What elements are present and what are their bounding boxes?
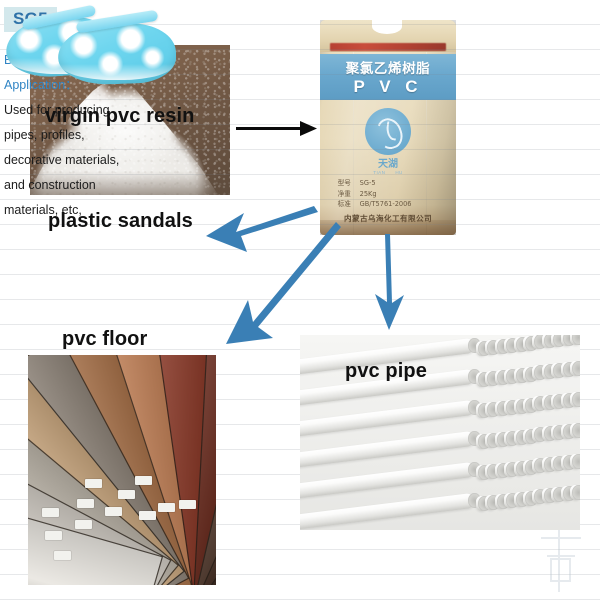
bag-swan-logo-icon [364,108,412,156]
pvc-pipe-opening [572,423,580,438]
floor-plank-tag [157,503,175,513]
floor-plank-tag [41,507,59,517]
caption-pvc-pipe: pvc pipe [345,360,427,382]
caption-plastic-sandals: plastic sandals [48,210,193,232]
floor-plank-tag [179,500,197,510]
info-row-application-label: Application： [4,73,600,98]
bag-spec-row: 型号 SG-5 [338,178,447,189]
caption-virgin-pvc-resin: virgin pvc resin [45,105,195,127]
application-label: Application： [4,78,78,92]
bag-spec-key: 标准 [338,199,356,210]
bag-brand-chinese: 天湖 [320,157,456,170]
image-plastic-sandals [0,4,190,315]
bag-crease-left [352,20,354,235]
bag-pvc-title: P V C [320,77,456,97]
bag-company-name: 内蒙古乌海化工有限公司 [320,212,456,225]
bag-blue-band [320,54,456,100]
bag-top-notch [371,20,402,35]
image-pvc-pipe [300,335,580,530]
resin-shadow [30,171,230,195]
bag-spec-value: SG-5 [360,178,376,189]
bag-chinese-title: 聚氯乙烯树脂 [320,58,456,77]
bag-spec-row: 标准 GB/T5761-2006 [338,199,447,210]
floor-plank-tag [139,511,157,521]
pvc-pipe-opening [572,485,580,500]
bag-brand-pinyin-2: HU [395,170,402,175]
watermark-graphic [526,514,596,592]
application-line: decorative materials, [4,153,120,167]
application-line: Used for producing [4,103,110,117]
floor-plank-tag [74,519,92,529]
floor-plank-tag [118,490,136,500]
floor-plank-tag [135,476,153,486]
floor-plank-tag [84,478,102,488]
bag-spec-value: 25Kg [360,189,377,200]
application-line: pipes, profiles, [4,128,85,142]
application-line: materials, etc, [4,203,82,217]
sandal-sole-front [60,64,174,80]
caption-pvc-floor: pvc floor [62,328,148,350]
bag-brand-pinyin: TIAN HU [320,168,456,177]
floor-plank-tag [45,531,63,541]
bag-spec-value: GB/T5761-2006 [360,199,412,210]
bag-crease-right [426,20,428,235]
floor-plank-tag [105,506,123,516]
bag-red-banner [329,42,447,52]
pvc-pipe-opening [572,361,580,376]
image-pvc-bag: 聚氯乙烯树脂 P V C 天湖 TIAN HU 型号 SG-5 净重 25Kg … [320,20,456,235]
bag-bottom-fold [320,219,456,235]
floor-plank-tag [54,550,72,560]
floor-plank-tag [77,499,95,509]
bag-spec-row: 净重 25Kg [338,189,447,200]
pvc-pipe-opening [572,335,580,345]
bag-brand-pinyin-1: TIAN [373,170,385,175]
bag-spec-key: 净重 [338,189,356,200]
pvc-pipe-opening [562,335,576,347]
image-pvc-floor [28,355,216,585]
application-line: and construction [4,178,96,192]
pvc-pipe-opening [572,392,580,407]
bag-spec-key: 型号 [338,178,356,189]
pvc-pipe-opening [572,454,580,469]
bag-spec-list: 型号 SG-5 净重 25Kg 标准 GB/T5761-2006 [338,178,447,210]
